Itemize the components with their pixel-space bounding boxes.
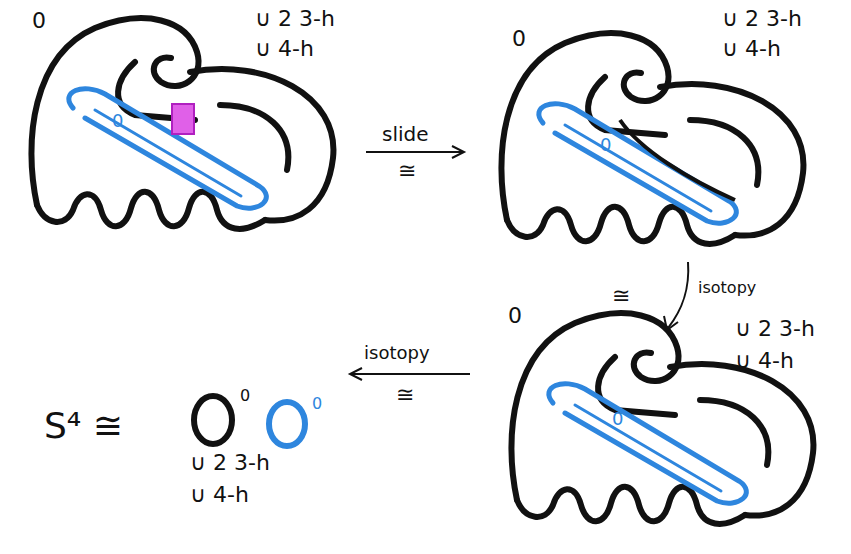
label: 0: [32, 10, 46, 32]
label: 0: [612, 410, 623, 428]
label: ∪ 4-h: [255, 38, 314, 60]
label: ∪ 4-h: [735, 350, 794, 372]
label: 0: [240, 388, 250, 404]
label: 0: [600, 136, 611, 154]
label: 0: [312, 396, 322, 412]
label: ∪ 2 3-h: [722, 8, 802, 30]
label: isotopy: [364, 344, 430, 362]
label: 0: [512, 28, 526, 50]
label: ∪ 2 3-h: [190, 452, 270, 474]
label: isotopy: [698, 280, 756, 296]
label: ∪ 4-h: [722, 38, 781, 60]
label: ∪ 2 3-h: [735, 318, 815, 340]
label: 0: [508, 305, 522, 327]
label: ≅: [612, 285, 630, 307]
label: slide: [382, 124, 429, 144]
label: 0: [112, 112, 123, 130]
label: ∪ 4-h: [190, 484, 249, 506]
label: S⁴ ≅: [44, 408, 123, 444]
label: ≅: [398, 160, 416, 182]
label: ∪ 2 3-h: [255, 8, 335, 30]
label: ≅: [396, 384, 414, 406]
